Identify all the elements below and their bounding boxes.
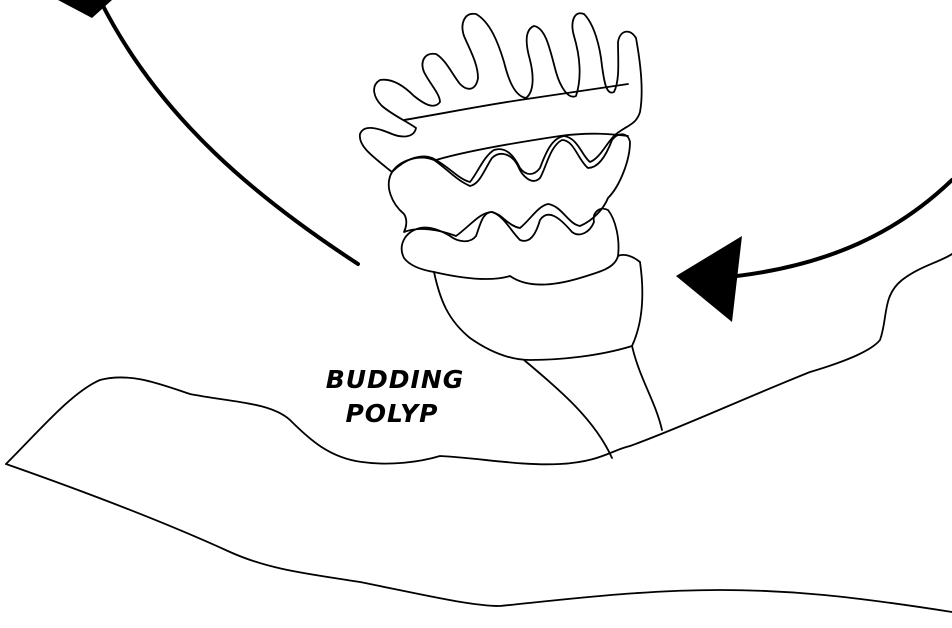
right-cycle-arrow xyxy=(718,180,952,278)
polyp-base xyxy=(434,255,642,360)
sea-floor-rock xyxy=(6,254,952,464)
disc-rim-1 xyxy=(436,134,628,160)
right-arrowhead xyxy=(676,236,742,322)
sea-floor-bottom xyxy=(6,464,952,612)
disc-rim-2 xyxy=(404,84,628,120)
polyp-disc-3 xyxy=(360,13,642,182)
polyp-stalk xyxy=(632,346,662,430)
budding-polyp-label-line1: BUDDING xyxy=(326,365,465,394)
left-cycle-arrow xyxy=(100,0,358,264)
budding-polyp-label-line2: POLYP xyxy=(345,399,438,428)
polyp-stalk-left xyxy=(524,360,612,458)
